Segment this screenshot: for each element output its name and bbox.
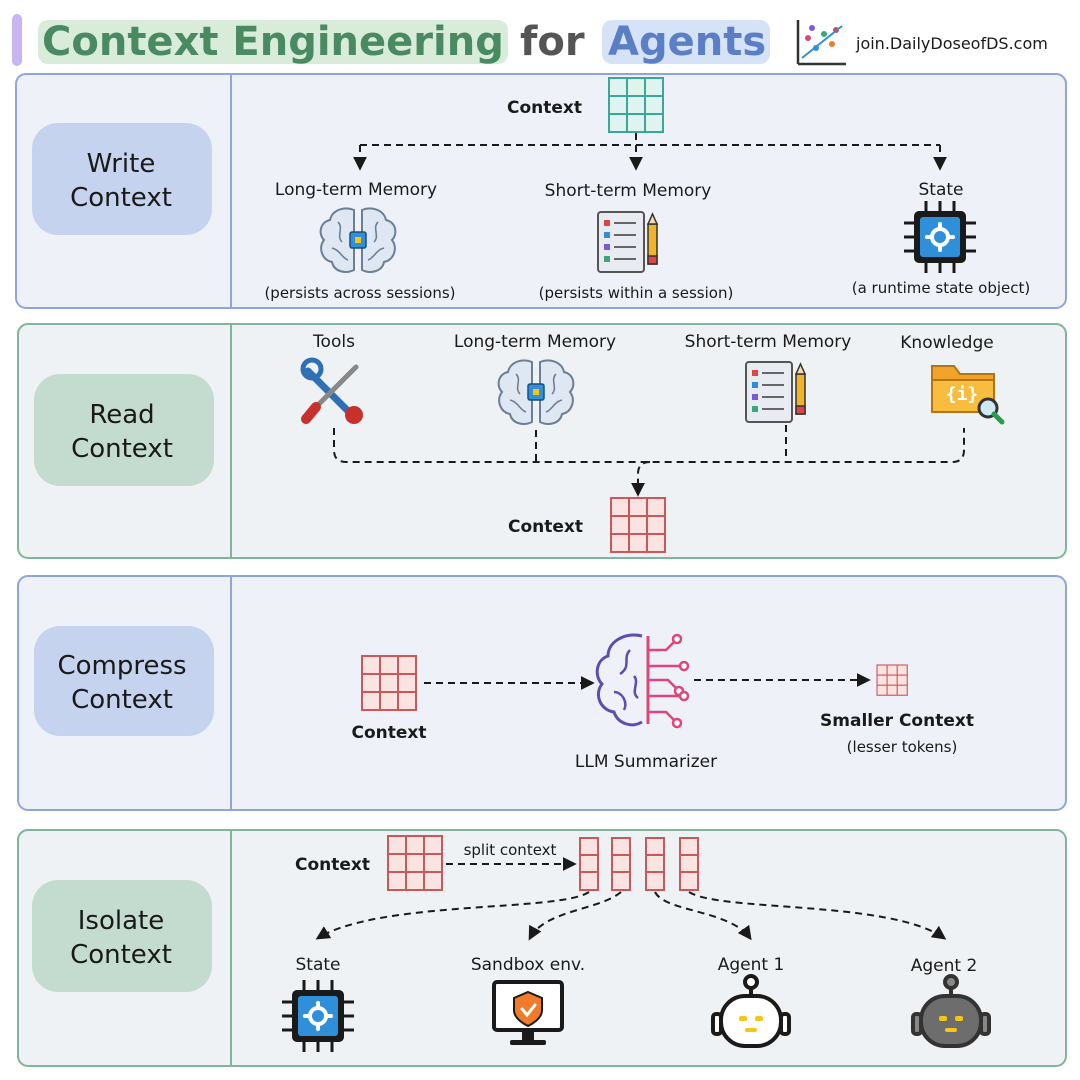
write-item-title: State [919, 180, 964, 200]
split-column [611, 837, 631, 891]
title-part1: Context Engineering [42, 19, 504, 65]
isolate-target-title: State [296, 955, 341, 975]
read-label-line2: Context [71, 434, 173, 464]
read-label-line1: Read [89, 400, 154, 430]
read-label-pill: Read Context [34, 374, 214, 486]
isolate-arrow-state [315, 891, 590, 940]
split-column [645, 837, 665, 891]
isolate-target-title: Agent 1 [718, 955, 785, 975]
panel-isolate [17, 829, 1067, 1067]
compress-label-line1: Compress [57, 651, 186, 681]
read-connector [333, 428, 965, 463]
read-item-title: Short-term Memory [685, 332, 852, 352]
write-connector [360, 133, 940, 146]
isolate-arrow-agent2 [688, 891, 947, 940]
compress-context-grid [361, 655, 417, 711]
isolate-label-line2: Context [70, 940, 172, 970]
header: Context Engineering for Agents join.Dail… [12, 14, 1048, 66]
smaller-context-label: Smaller Context [820, 711, 974, 731]
read-item-title: Knowledge [900, 333, 993, 353]
header-accent-bar [12, 14, 22, 66]
title-part3: Agents [608, 19, 766, 65]
brand-url[interactable]: join.DailyDoseofDS.com [855, 34, 1048, 53]
read-content: Tools Long-term Memory Short-term Memory… [303, 332, 1002, 553]
write-label-pill: Write Context [32, 123, 212, 235]
isolate-label-pill: Isolate Context [32, 880, 212, 992]
split-column [579, 837, 599, 891]
write-content: Context Long-term Memory (persists acros… [264, 77, 1031, 302]
title-highlight-blue [602, 20, 770, 64]
write-item-caption: (a runtime state object) [852, 279, 1031, 297]
title-highlight-green [38, 20, 508, 64]
isolate-content: Context split context State Sandbox env.… [280, 835, 991, 1054]
compress-content: Context LLM Summarizer Smaller Context (… [351, 633, 974, 772]
smaller-context-caption: (lesser tokens) [847, 738, 958, 756]
isolate-context-label: Context [295, 855, 370, 875]
compress-label-line2: Context [71, 685, 173, 715]
isolate-target-title: Sandbox env. [471, 955, 585, 975]
isolate-arrow-agent1 [654, 891, 752, 941]
summarizer-label: LLM Summarizer [575, 752, 717, 772]
split-context-label: split context [464, 841, 557, 859]
smaller-context-grid [876, 664, 908, 696]
write-context-grid [608, 77, 664, 133]
compress-label-pill: Compress Context [34, 626, 214, 736]
read-connector-branches [535, 425, 787, 462]
write-item-caption: (persists across sessions) [264, 284, 455, 302]
isolate-label-line1: Isolate [78, 906, 164, 936]
read-arrow-context [631, 461, 651, 497]
title-part2: for [520, 19, 585, 65]
write-item-title: Short-term Memory [545, 181, 712, 201]
read-context-label: Context [508, 517, 583, 537]
write-context-label: Context [507, 98, 582, 118]
write-label-line2: Context [70, 183, 172, 213]
read-item-title: Long-term Memory [454, 332, 616, 352]
brand-logo-icon [796, 20, 846, 66]
split-column [679, 837, 699, 891]
compress-context-label: Context [351, 723, 426, 743]
read-context-grid [610, 497, 666, 553]
write-item-title: Long-term Memory [275, 180, 437, 200]
isolate-context-grid [387, 835, 443, 891]
write-label-line1: Write [87, 149, 156, 179]
write-item-caption: (persists within a session) [539, 284, 734, 302]
panel-write [15, 73, 1067, 309]
isolate-arrow-sandbox [528, 891, 622, 941]
panel-compress [17, 575, 1067, 811]
isolate-target-title: Agent 2 [911, 956, 978, 976]
read-item-title: Tools [312, 332, 355, 352]
